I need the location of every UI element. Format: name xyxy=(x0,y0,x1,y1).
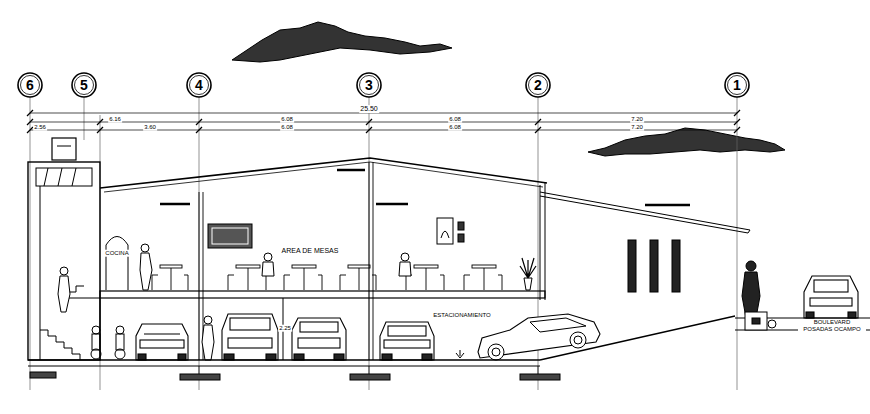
street-name: BOULEVARD POSADAS OCAMPO xyxy=(798,319,866,332)
grid-axis-bubble: 3 xyxy=(356,72,382,98)
dimension-text: 7.20 xyxy=(630,124,644,131)
axis-number: 1 xyxy=(733,78,741,92)
dimension-text: 2.56 xyxy=(33,124,47,131)
grid-axis-bubble: 1 xyxy=(724,72,750,98)
grid-axis-bubble: 6 xyxy=(17,72,43,98)
dimension-text: 6.08 xyxy=(448,116,462,123)
grid-axis-bubble: 2 xyxy=(525,72,551,98)
level-dimension: 2.25 xyxy=(278,325,292,332)
grid-axis-bubble: 4 xyxy=(186,72,212,98)
axis-number: 3 xyxy=(365,78,373,92)
room-label: COCINA xyxy=(104,250,129,257)
axis-number: 6 xyxy=(26,78,34,92)
axis-number: 4 xyxy=(195,78,203,92)
axis-number: 5 xyxy=(80,78,88,92)
axis-number: 2 xyxy=(534,78,542,92)
room-label: AREA DE MESAS xyxy=(281,247,340,255)
grid-axis-bubble: 5 xyxy=(71,72,97,98)
dimension-text: 6.16 xyxy=(108,116,122,123)
dimension-text: 3.60 xyxy=(143,124,157,131)
dimension-text: 7.20 xyxy=(630,116,644,123)
dimension-text: 6.08 xyxy=(448,124,462,131)
room-label: ESTACIONAMIENTO xyxy=(432,312,491,319)
dimension-text: 6.08 xyxy=(280,124,294,131)
dimension-text: 6.08 xyxy=(280,116,294,123)
dimension-text: 25.50 xyxy=(359,105,379,113)
